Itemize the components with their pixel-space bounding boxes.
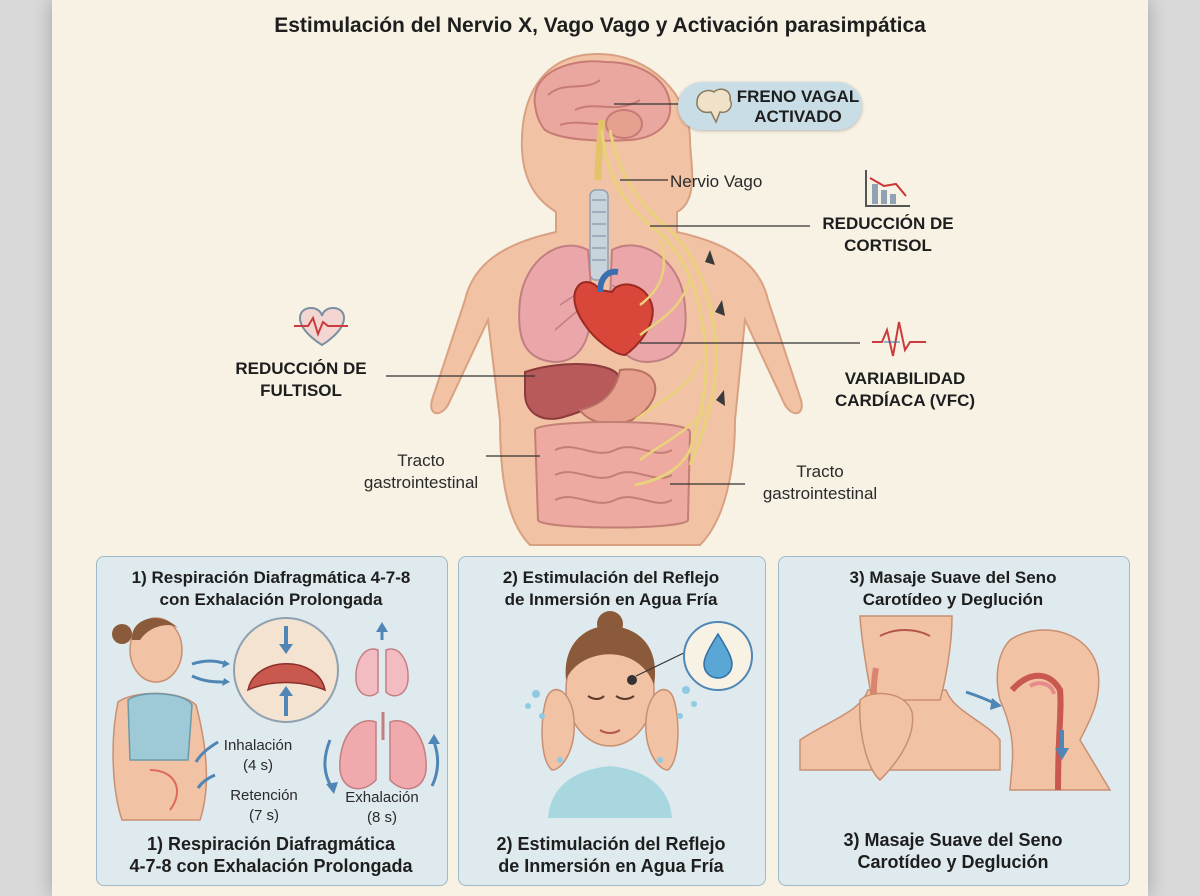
panel2-caption-line1: 2) Estimulación del Reflejo bbox=[496, 834, 726, 854]
inhalacion-time: (4 s) bbox=[243, 757, 273, 774]
exhalacion-time: (8 s) bbox=[367, 809, 397, 826]
page-title: Estimulación del Nervio X, Vago Vago y A… bbox=[274, 14, 926, 37]
heartbeat-icon bbox=[294, 307, 348, 347]
neck-massage bbox=[799, 615, 1001, 782]
tracto-right-line2: gastrointestinal bbox=[762, 484, 878, 503]
face-with-water bbox=[541, 611, 691, 818]
tracto-right-line1: Tracto bbox=[796, 462, 844, 481]
panel2-heading-line2: de Inmersión en Agua Fría bbox=[504, 590, 718, 609]
retencion-label: Retención bbox=[230, 787, 298, 804]
heart bbox=[573, 268, 654, 357]
water-drop-icon bbox=[683, 621, 753, 691]
panel1-heading-line2: con Exhalación Prolongada bbox=[159, 590, 383, 609]
panel1-caption-line1: 1) Respiración Diafragmática bbox=[146, 834, 396, 854]
vfc-line2: CARDÍACA (VFC) bbox=[834, 391, 976, 410]
fultisol-line2: FULTISOL bbox=[260, 381, 342, 400]
panel3-heading-line1: 3) Masaje Suave del Seno bbox=[849, 568, 1057, 587]
panel3-caption-line2: Carotídeo y Deglución bbox=[857, 852, 1049, 872]
vfc-line1: VARIABILIDAD bbox=[844, 369, 966, 388]
brain-icon bbox=[696, 88, 732, 124]
tracto-left-line1: Tracto bbox=[397, 451, 445, 470]
water-splash bbox=[525, 686, 697, 763]
swallowing-profile bbox=[965, 629, 1112, 791]
cortisol-line2: CORTISOL bbox=[844, 236, 932, 255]
brain bbox=[533, 60, 672, 181]
leader-lines bbox=[386, 103, 860, 485]
tracto-left-line2: gastrointestinal bbox=[363, 473, 479, 492]
freno-vagal-line1: FRENO VAGAL bbox=[736, 87, 860, 106]
inhalacion-label: Inhalación bbox=[223, 737, 293, 754]
panel1-caption-line2: 4-7-8 con Exhalación Prolongada bbox=[129, 856, 413, 876]
lungs-diagram-large bbox=[323, 712, 440, 794]
ecg-wave-icon bbox=[872, 321, 926, 357]
panel3-caption-line1: 3) Masaje Suave del Seno bbox=[843, 830, 1063, 850]
fultisol-line1: REDUCCIÓN DE bbox=[235, 359, 367, 378]
panel1-heading-line1: 1) Respiración Diafragmática 4-7-8 bbox=[131, 568, 411, 587]
lungs-diagram-small bbox=[355, 622, 409, 697]
chart-down-icon bbox=[865, 170, 910, 207]
breathing-woman bbox=[112, 617, 208, 821]
trachea bbox=[589, 189, 609, 281]
panel3-heading-line2: Carotídeo y Deglución bbox=[862, 590, 1044, 609]
panel2-caption-line2: de Inmersión en Agua Fría bbox=[498, 856, 724, 876]
freno-vagal-line2: ACTIVADO bbox=[754, 107, 842, 126]
retencion-time: (7 s) bbox=[249, 807, 279, 824]
diaphragm-diagram bbox=[233, 617, 339, 723]
vagus-nerve bbox=[600, 129, 725, 487]
exhalacion-label: Exhalación bbox=[345, 789, 419, 806]
panel2-heading-line1: 2) Estimulación del Reflejo bbox=[502, 568, 720, 587]
cortisol-line1: REDUCCIÓN DE bbox=[822, 214, 954, 233]
nervio-vago-label: Nervio Vago bbox=[670, 172, 763, 191]
